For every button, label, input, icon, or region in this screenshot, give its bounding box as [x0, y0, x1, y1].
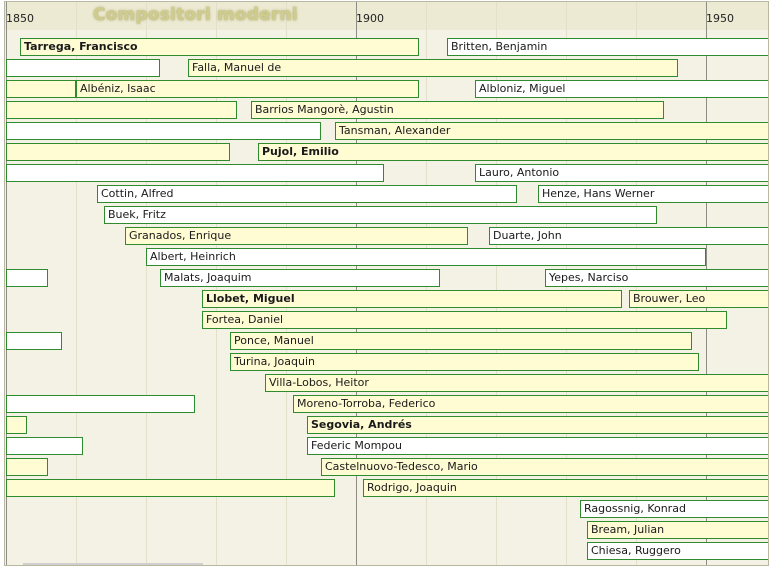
chart-title: Compositori moderni [93, 5, 298, 25]
composer-bar[interactable] [6, 458, 48, 476]
minor-gridline [76, 2, 77, 565]
composer-bar[interactable] [6, 269, 48, 287]
time-axis [5, 2, 768, 30]
composer-bar[interactable]: Federic Mompou [307, 437, 768, 455]
composer-bar[interactable]: Tarrega, Francisco [20, 38, 419, 56]
composer-bar[interactable]: Llobet, Miguel [202, 290, 622, 308]
composer-bar[interactable]: Albert, Heinrich [146, 248, 706, 266]
composer-bar[interactable] [6, 164, 384, 182]
composer-bar[interactable] [6, 479, 335, 497]
composer-bar[interactable]: Bream, Julian [587, 521, 768, 539]
minor-gridline [496, 2, 497, 565]
composer-bar[interactable]: Ragossnig, Konrad [580, 500, 768, 518]
composer-bar[interactable] [6, 332, 62, 350]
tick-label: 1950 [706, 12, 734, 25]
composer-bar[interactable]: Henze, Hans Werner [538, 185, 768, 203]
composer-bar[interactable]: Brouwer, Leo [629, 290, 768, 308]
composer-bar[interactable]: Segovia, Andrés [307, 416, 768, 434]
tick-label: 1900 [356, 12, 384, 25]
composer-bar[interactable]: Cottin, Alfred [97, 185, 517, 203]
tick-label: 1850 [6, 12, 34, 25]
composer-bar[interactable] [6, 101, 237, 119]
composer-bar[interactable]: Albloniz, Miguel [475, 80, 768, 98]
composer-bar[interactable] [6, 416, 27, 434]
composer-bar[interactable]: Moreno-Torroba, Federico [293, 395, 768, 413]
composer-bar[interactable]: Britten, Benjamin [447, 38, 768, 56]
composer-bar[interactable]: Barrios Mangorè, Agustin [251, 101, 664, 119]
composer-bar[interactable]: Pujol, Emilio [258, 143, 768, 161]
composer-bar[interactable] [6, 80, 76, 98]
composer-bar[interactable]: Granados, Enrique [125, 227, 468, 245]
composer-bar[interactable] [6, 395, 195, 413]
minor-gridline [146, 2, 147, 565]
composer-bar[interactable] [6, 122, 321, 140]
composer-bar[interactable]: Falla, Manuel de [188, 59, 678, 77]
composer-bar[interactable]: Turina, Joaquin [230, 353, 699, 371]
composer-bar[interactable]: Fortea, Daniel [202, 311, 727, 329]
composer-bar[interactable]: Duarte, John [489, 227, 768, 245]
composer-bar[interactable]: Lauro, Antonio [475, 164, 768, 182]
composer-bar[interactable] [6, 143, 230, 161]
plot-area: 1850 1900 1950 Compositori moderni Tarrega… [4, 1, 769, 566]
composer-bar[interactable]: Buek, Fritz [104, 206, 657, 224]
composer-bar[interactable] [6, 59, 160, 77]
composer-bar[interactable]: Malats, Joaquim [160, 269, 440, 287]
composer-bar[interactable]: Ponce, Manuel [230, 332, 692, 350]
composer-bar[interactable]: Rodrigo, Joaquin [363, 479, 768, 497]
composer-bar[interactable]: Albéniz, Isaac [76, 80, 419, 98]
composer-bar[interactable]: Castelnuovo-Tedesco, Mario [321, 458, 768, 476]
composer-bar[interactable]: Yepes, Narciso [545, 269, 768, 287]
composer-bar[interactable]: Chiesa, Ruggero [587, 542, 768, 560]
bottom-scroll-line [23, 563, 203, 565]
composer-bar[interactable] [6, 437, 83, 455]
composer-bar[interactable]: Tansman, Alexander [335, 122, 768, 140]
composer-bar[interactable]: Villa-Lobos, Heitor [265, 374, 768, 392]
